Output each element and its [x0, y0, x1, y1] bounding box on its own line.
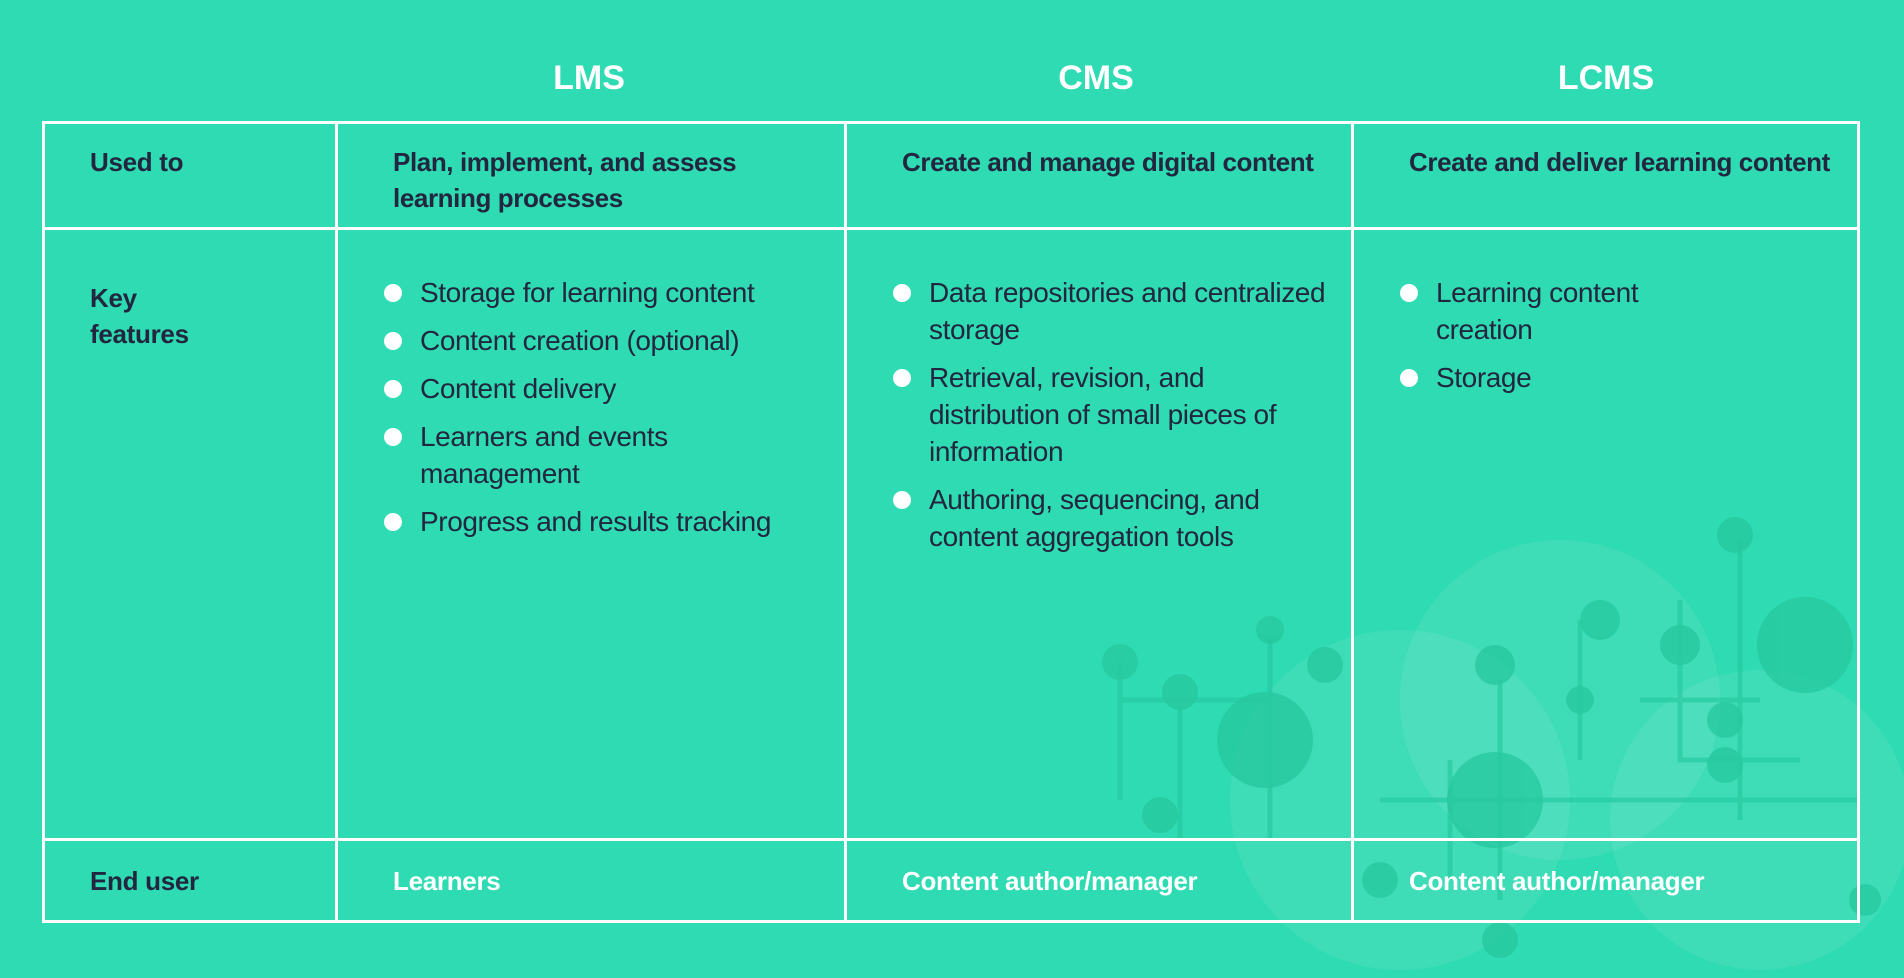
cms-used-to: Create and manage digital content [844, 121, 1354, 230]
feature-item: Learners and events management [384, 418, 834, 492]
column-header-lms: LMS [553, 59, 625, 97]
feature-item: Learning content creation [1400, 274, 1737, 348]
lms-features: Storage for learning content Content cre… [335, 227, 847, 841]
lms-used-to: Plan, implement, and assess learning pro… [335, 121, 847, 230]
row-label-used-to: Used to [42, 121, 338, 230]
feature-item: Progress and results tracking [384, 503, 834, 540]
feature-item: Storage [1400, 359, 1737, 396]
feature-item: Content delivery [384, 370, 834, 407]
row-used-to: Used to Plan, implement, and assess lear… [42, 121, 1860, 230]
cms-features: Data repositories and centralized storag… [844, 227, 1354, 841]
comparison-table: Used to Plan, implement, and assess lear… [42, 121, 1860, 923]
row-end-user: End user Learners Content author/manager… [42, 838, 1860, 923]
feature-item: Data repositories and centralized storag… [893, 274, 1341, 348]
feature-item: Retrieval, revision, and distribution of… [893, 359, 1341, 470]
feature-item: Content creation (optional) [384, 322, 834, 359]
row-label-end-user: End user [42, 838, 338, 923]
row-key-features: Key features Storage for learning conten… [42, 227, 1860, 841]
column-header-cms: CMS [1058, 59, 1134, 97]
lcms-features: Learning content creation Storage [1351, 227, 1860, 841]
lms-end-user: Learners [335, 838, 847, 923]
column-header-lcms: LCMS [1557, 59, 1655, 97]
cms-end-user: Content author/manager [844, 838, 1354, 923]
row-label-key-features: Key features [42, 227, 338, 841]
feature-item: Authoring, sequencing, and content aggre… [893, 481, 1341, 555]
feature-item: Storage for learning content [384, 274, 834, 311]
lcms-end-user: Content author/manager [1351, 838, 1860, 923]
lcms-used-to: Create and deliver learning content [1351, 121, 1860, 230]
